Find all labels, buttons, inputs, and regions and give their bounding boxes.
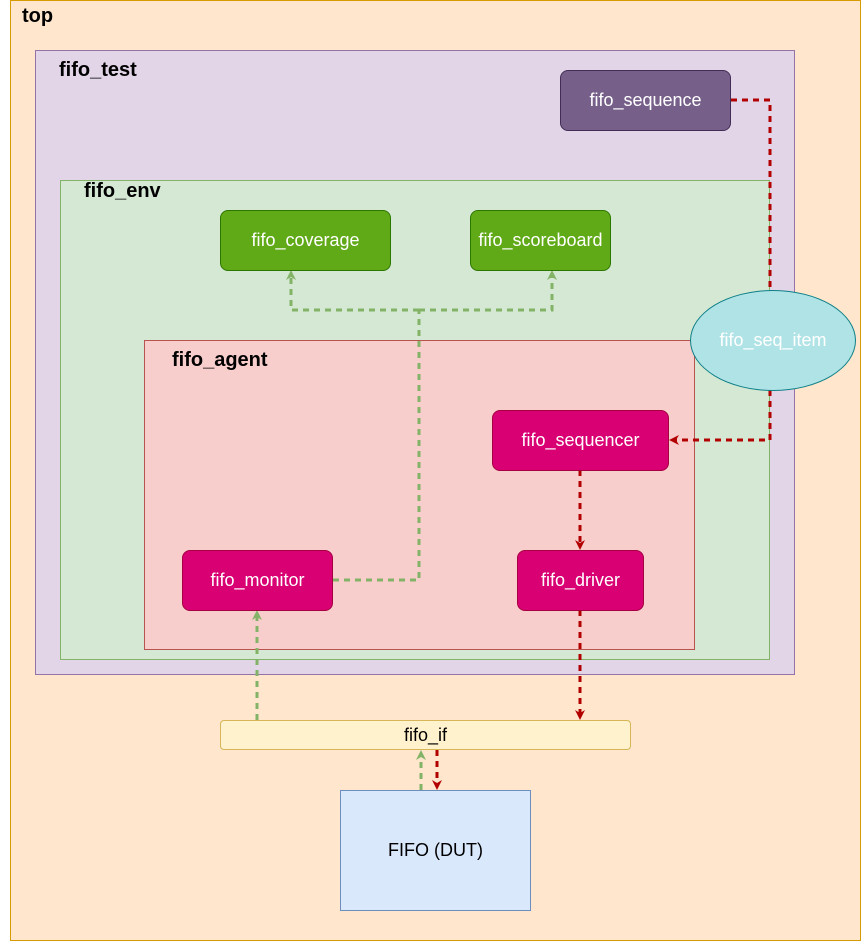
analysis-to-scoreboard-edge bbox=[419, 270, 557, 312]
fifo-if-node: fifo_if bbox=[220, 720, 631, 750]
fifo-env-label: fifo_env bbox=[84, 180, 161, 202]
seq-item-to-sequencer-edge bbox=[669, 390, 772, 445]
fifo-scoreboard-node: fifo_scoreboard bbox=[470, 210, 611, 271]
sequence-to-seq-item-edge bbox=[731, 98, 772, 290]
fifo-agent-label: fifo_agent bbox=[172, 349, 268, 371]
analysis-to-coverage-edge bbox=[286, 270, 419, 312]
fifo-driver-node: fifo_driver bbox=[517, 550, 644, 611]
monitor-analysis-edge bbox=[333, 310, 421, 582]
top-label: top bbox=[22, 5, 54, 27]
fifo-dut-node: FIFO (DUT) bbox=[340, 790, 531, 911]
fifo-sequencer-node: fifo_sequencer bbox=[492, 410, 669, 471]
fifo-seq-item-node: fifo_seq_item bbox=[690, 290, 856, 391]
fifo-coverage-node: fifo_coverage bbox=[220, 210, 391, 271]
fifo-monitor-node: fifo_monitor bbox=[182, 550, 333, 611]
fifo-test-label: fifo_test bbox=[59, 59, 137, 81]
fifo-sequence-node: fifo_sequence bbox=[560, 70, 731, 131]
